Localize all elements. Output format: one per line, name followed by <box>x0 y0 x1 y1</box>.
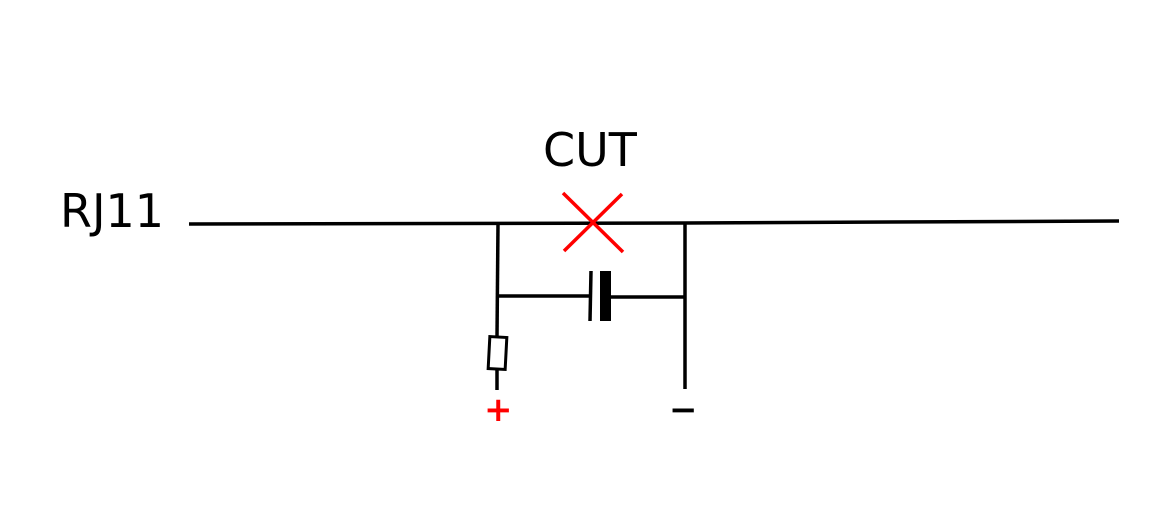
resistor-icon <box>486 335 509 372</box>
connector-label: RJ11 <box>60 184 164 238</box>
left-branch-wire <box>495 223 500 338</box>
main-line-left <box>188 221 687 226</box>
main-line-right <box>685 219 1120 225</box>
negative-terminal: − <box>669 390 698 430</box>
positive-terminal: + <box>484 390 513 430</box>
cut-label: CUT <box>543 123 638 177</box>
capacitor-icon <box>588 270 611 322</box>
cross-icon <box>561 191 625 254</box>
